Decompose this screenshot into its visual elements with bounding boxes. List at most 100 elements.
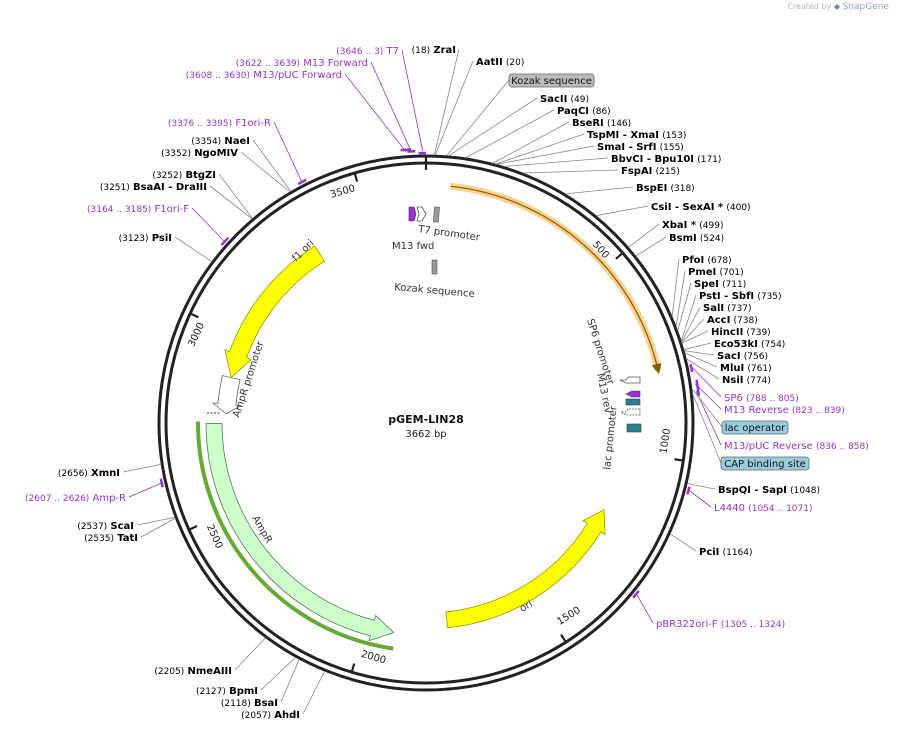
enzyme-site[interactable]: SacII (49): [540, 94, 589, 105]
enzyme-name: BsaAI - DraIII: [133, 182, 207, 193]
enzyme-site[interactable]: NsiI (774): [722, 375, 771, 386]
ampr-feature[interactable]: [205, 423, 395, 642]
lac-operator-box[interactable]: [625, 398, 641, 406]
ori-feature[interactable]: [445, 509, 606, 629]
enzyme-site[interactable]: (2535) TatI: [84, 533, 138, 544]
enzyme-position: (3123): [119, 234, 149, 244]
enzyme-site[interactable]: (3354) NaeI: [191, 136, 250, 147]
primer-range: (3376 .. 3395): [168, 119, 232, 129]
enzyme-site[interactable]: (2205) NmeAIII: [154, 666, 232, 677]
enzyme-name: NgoMIV: [194, 148, 238, 159]
enzyme-site[interactable]: AccI (738): [707, 315, 758, 326]
enzyme-site[interactable]: XbaI * (499): [662, 220, 723, 231]
enzyme-leader: [252, 139, 292, 192]
enzyme-site[interactable]: SmaI - SrfI (155): [597, 142, 684, 153]
enzyme-name: ScaI: [110, 521, 134, 532]
enzyme-site[interactable]: SacI (756): [717, 351, 768, 362]
enzyme-site[interactable]: MluI (761): [720, 363, 772, 374]
enzyme-site[interactable]: (18) ZraI: [412, 45, 456, 56]
primer-site[interactable]: (3608 .. 3630) M13/pUC Forward: [186, 70, 342, 81]
enzyme-leader: [677, 282, 692, 332]
enzyme-leader: [492, 121, 570, 164]
enzyme-site[interactable]: PfoI (678): [682, 255, 732, 266]
enzyme-site[interactable]: AatII (20): [476, 57, 524, 68]
primer-mark: [220, 236, 230, 246]
enzyme-site[interactable]: Eco53kI (754): [714, 339, 785, 350]
boxed-feature[interactable]: lac operator: [721, 420, 789, 435]
enzyme-site[interactable]: (2127) BpmI: [196, 686, 258, 697]
enzyme-site[interactable]: SpeI (711): [694, 279, 746, 290]
enzyme-site[interactable]: PaqCI (86): [557, 106, 611, 117]
enzyme-site[interactable]: BspEI (318): [636, 183, 695, 194]
enzyme-site[interactable]: (3251) BsaAI - DraIII: [100, 182, 207, 193]
orf-arc[interactable]: [450, 182, 662, 371]
enzyme-site[interactable]: (2537) ScaI: [77, 521, 134, 532]
enzyme-site[interactable]: CsiI - SexAI * (400): [651, 202, 751, 213]
enzyme-site[interactable]: (2656) XmnI: [58, 468, 120, 479]
enzyme-site[interactable]: TspMI - XmaI (153): [587, 130, 686, 141]
enzyme-site[interactable]: BbvCI - Bpu10I (171): [611, 154, 721, 165]
enzyme-site[interactable]: FspAI (215): [621, 166, 680, 177]
m13-fwd-arrow[interactable]: [408, 206, 417, 222]
boxed-feature[interactable]: Kozak sequence: [508, 73, 595, 88]
enzyme-name: XmnI: [91, 468, 120, 479]
primer-site[interactable]: pBR322ori-F (1305 .. 1324): [656, 619, 785, 630]
t7-promoter-arrow[interactable]: [416, 206, 427, 222]
plasmid-name: pGEM-LIN28: [388, 413, 464, 426]
primer-mark: [686, 486, 691, 495]
sp6-promoter-arrow[interactable]: [619, 376, 641, 384]
primer-range: (788 .. 805): [746, 394, 799, 404]
enzyme-site[interactable]: (3123) PsiI: [119, 233, 172, 244]
primer-mark: [400, 148, 412, 152]
ampr-promoter-feature[interactable]: [211, 375, 243, 415]
enzyme-site[interactable]: BseRI (146): [572, 118, 631, 129]
primer-site[interactable]: L4440 (1054 .. 1071): [714, 503, 813, 514]
primer-site[interactable]: (3376 .. 3395) F1ori-R: [168, 118, 271, 129]
primer-site[interactable]: (3622 .. 3639) M13 Forward: [236, 58, 368, 69]
enzyme-site[interactable]: BspQI - SapI (1048): [718, 485, 820, 496]
enzyme-site[interactable]: HincII (739): [711, 327, 771, 338]
boxed-feature[interactable]: CAP binding site: [720, 456, 810, 471]
enzyme-site[interactable]: BsmI (524): [669, 233, 724, 244]
enzyme-name: SalI: [703, 303, 724, 314]
lac-promoter-arrow[interactable]: [619, 408, 641, 416]
primer-site[interactable]: (2607 .. 2626) Amp-R: [25, 493, 126, 504]
enzyme-position: (155): [660, 143, 684, 153]
primer-name: F1ori-R: [235, 118, 271, 129]
enzyme-leader: [565, 186, 634, 195]
primer-site[interactable]: (3164 .. 3185) F1ori-F: [87, 204, 189, 215]
enzyme-position: (20): [506, 58, 524, 68]
enzyme-name: BsmI: [669, 233, 697, 244]
enzyme-site[interactable]: (3352) NgoMIV: [161, 148, 238, 159]
enzyme-name: TspMI - XmaI: [587, 130, 659, 141]
m13-rev-arrow[interactable]: [625, 390, 641, 398]
primer-leader: [636, 594, 654, 624]
feature-leader: [691, 388, 723, 428]
watermark-brand: SnapGene: [842, 2, 889, 12]
enzyme-name: BseRI: [572, 118, 604, 129]
primer-site[interactable]: (3646 .. 3) T7: [336, 46, 399, 57]
enzyme-site[interactable]: SalI (737): [703, 303, 752, 314]
primer-site[interactable]: M13 Reverse (823 .. 839): [724, 405, 845, 416]
enzyme-leader: [635, 236, 667, 257]
enzyme-site[interactable]: (2057) AhdI: [241, 710, 300, 721]
enzyme-site[interactable]: PciI (1164): [699, 547, 753, 558]
enzyme-name: AatII: [476, 57, 503, 68]
enzyme-name: MluI: [720, 363, 744, 374]
f1-ori-feature[interactable]: [224, 245, 325, 379]
enzyme-leader: [671, 258, 680, 317]
kozak-marker-upper[interactable]: [432, 206, 440, 223]
primer-leader: [694, 383, 722, 410]
enzyme-site[interactable]: PmeI (701): [688, 267, 744, 278]
enzyme-site[interactable]: (3252) BtgZI: [152, 170, 216, 181]
enzyme-leader: [680, 294, 697, 342]
enzyme-name: SacII: [540, 94, 567, 105]
primer-range: (3164 .. 3185): [87, 205, 151, 215]
enzyme-site[interactable]: PstI - SbfI (735): [699, 291, 782, 302]
cap-binding-box[interactable]: [626, 423, 642, 433]
kozak-marker-lower[interactable]: [431, 259, 438, 275]
enzyme-position: (2537): [77, 522, 107, 532]
enzyme-site[interactable]: (2118) BsaI: [221, 698, 278, 709]
primer-site[interactable]: SP6 (788 .. 805): [724, 393, 799, 404]
primer-site[interactable]: M13/pUC Reverse (836 .. 858): [724, 441, 869, 452]
